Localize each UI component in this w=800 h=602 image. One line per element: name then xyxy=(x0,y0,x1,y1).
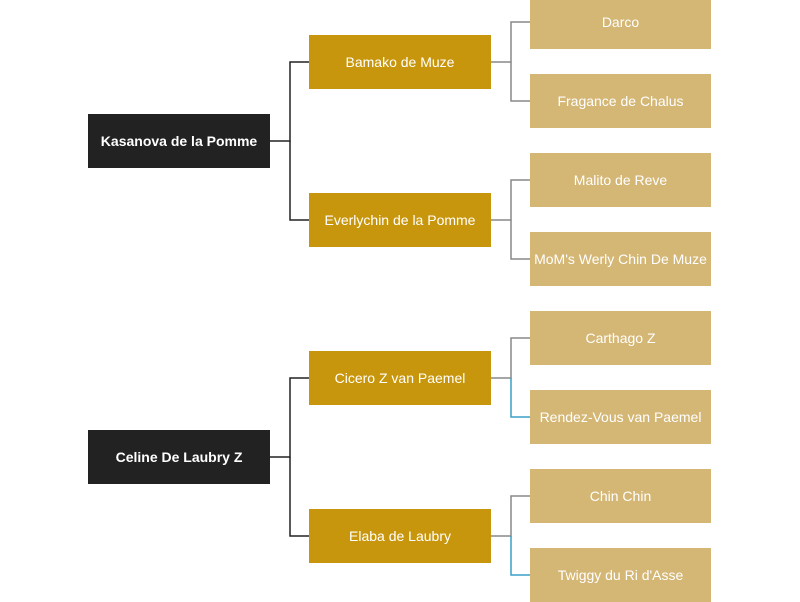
connector-kasanova-bamako xyxy=(270,61,309,142)
connector-celine-cicero xyxy=(270,377,309,458)
node-darco: Darco xyxy=(530,0,711,49)
node-moms-werly-chin-de-muze: MoM's Werly Chin De Muze xyxy=(530,232,711,286)
connector-kasanova-everlychin xyxy=(289,141,309,221)
connector-bamako-darco xyxy=(491,21,530,63)
node-rendez-vous-van-paemel: Rendez-Vous van Paemel xyxy=(530,390,711,444)
node-malito-de-reve: Malito de Reve xyxy=(530,153,711,207)
node-everlychin-de-la-pomme: Everlychin de la Pomme xyxy=(309,193,491,247)
node-fragance-de-chalus: Fragance de Chalus xyxy=(530,74,711,128)
node-celine-de-laubry-z: Celine De Laubry Z xyxy=(88,430,270,484)
connector-everlychin-malito xyxy=(491,179,530,221)
node-carthago-z: Carthago Z xyxy=(530,311,711,365)
node-twiggy-du-ri-dasse: Twiggy du Ri d'Asse xyxy=(530,548,711,602)
node-cicero-z-van-paemel: Cicero Z van Paemel xyxy=(309,351,491,405)
connector-group-1 xyxy=(270,21,530,260)
connector-bamako-fragance xyxy=(510,62,530,102)
connector-elaba-chinchin xyxy=(491,495,530,537)
node-elaba-de-laubry: Elaba de Laubry xyxy=(309,509,491,563)
connector-elaba-twiggy xyxy=(510,536,530,576)
connector-everlychin-mom xyxy=(510,220,530,260)
connector-celine-elaba xyxy=(289,457,309,537)
node-bamako-de-muze: Bamako de Muze xyxy=(309,35,491,89)
connector-cicero-carthago xyxy=(491,337,530,379)
connector-group-2 xyxy=(270,337,530,576)
node-chin-chin: Chin Chin xyxy=(530,469,711,523)
connector-cicero-rendezvous xyxy=(510,378,530,418)
node-kasanova-de-la-pomme: Kasanova de la Pomme xyxy=(88,114,270,168)
